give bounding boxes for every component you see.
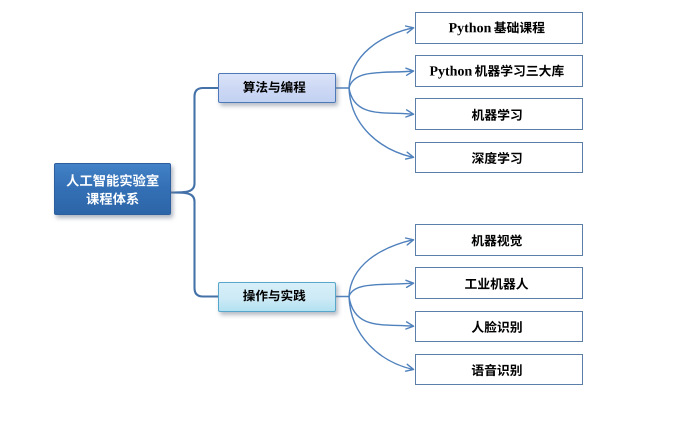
connector-branch-2-to-leaf-5 bbox=[348, 239, 414, 298]
connector-branch-2-to-leaf-8 bbox=[348, 295, 414, 371]
connector-branch-2-to-leaf-7 bbox=[348, 295, 414, 327]
root-node[interactable]: 人工智能实验室 课程体系 bbox=[54, 163, 171, 215]
branch-1-connector-group bbox=[334, 25, 415, 160]
arrowhead-leaf-4-icon bbox=[404, 151, 415, 160]
branch-node-2[interactable]: 操作与实践 bbox=[218, 281, 336, 312]
leaf-node-3[interactable]: 机器学习 bbox=[415, 98, 584, 130]
leaf-node-6[interactable]: 工业机器人 bbox=[415, 267, 584, 299]
leaf-node-2[interactable]: Python机器学习三大库 bbox=[415, 55, 584, 87]
arrowhead-leaf-1-icon bbox=[404, 25, 415, 34]
leaf-node-1[interactable]: Python基础课程 bbox=[415, 12, 584, 44]
branch-2-connector-group bbox=[334, 237, 415, 372]
arrowhead-leaf-5-icon bbox=[404, 237, 415, 246]
arrowhead-leaf-6-icon bbox=[405, 279, 415, 289]
connector-branch-1-to-leaf-2 bbox=[348, 70, 414, 89]
connector-branch-1-to-leaf-4 bbox=[348, 87, 414, 158]
connector-root-to-branch-2 bbox=[169, 191, 220, 298]
branch-node-1[interactable]: 算法与编程 bbox=[218, 73, 336, 103]
leaf-node-5[interactable]: 机器视觉 bbox=[415, 224, 584, 256]
connector-branch-1-to-leaf-3 bbox=[348, 87, 414, 115]
arrowhead-leaf-2-icon bbox=[405, 67, 415, 76]
leaf-node-7[interactable]: 人脸识别 bbox=[415, 310, 584, 342]
connector-branch-2-to-leaf-6 bbox=[348, 282, 414, 298]
leaf-node-8[interactable]: 语音识别 bbox=[415, 353, 584, 386]
leaf-node-4[interactable]: 深度学习 bbox=[415, 141, 584, 174]
connector-root-to-branch-1 bbox=[169, 86, 220, 194]
arrowhead-leaf-3-icon bbox=[405, 109, 415, 118]
connector-branch-1-to-leaf-1 bbox=[348, 27, 414, 89]
arrowhead-leaf-7-icon bbox=[405, 321, 415, 330]
arrowhead-leaf-8-icon bbox=[404, 363, 415, 372]
